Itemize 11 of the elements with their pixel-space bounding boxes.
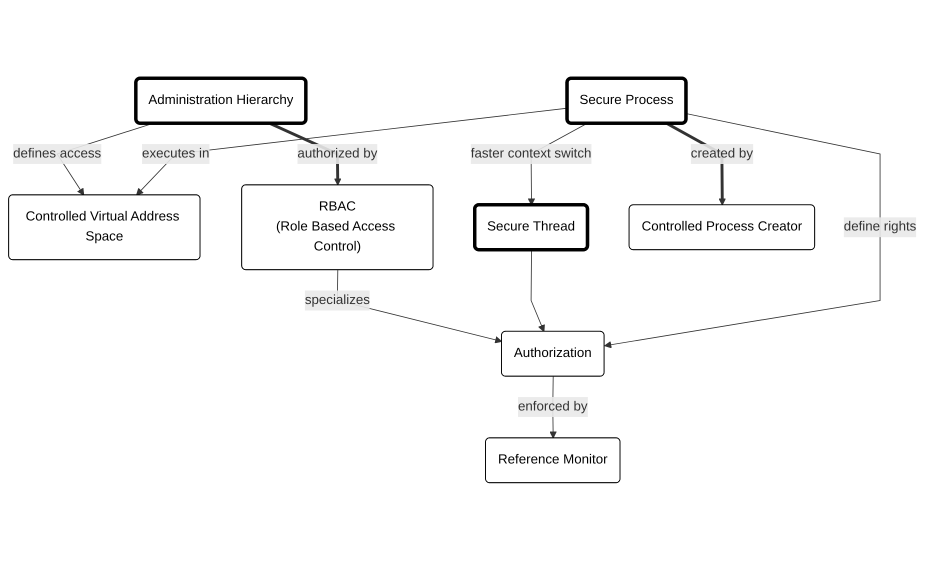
arrow <box>136 108 568 196</box>
edge-label: enforced by <box>518 400 588 414</box>
arrow <box>530 250 545 332</box>
edge-label: specializes <box>304 292 370 308</box>
edge-label: authorized by <box>297 146 378 161</box>
edge-label: faster context switch <box>470 146 592 161</box>
edge-label: defines access <box>13 146 102 161</box>
edge-label: created by <box>690 146 753 161</box>
edge-label: executes in <box>142 146 210 161</box>
arrow <box>604 113 880 348</box>
edge-label: define rights <box>844 220 916 234</box>
